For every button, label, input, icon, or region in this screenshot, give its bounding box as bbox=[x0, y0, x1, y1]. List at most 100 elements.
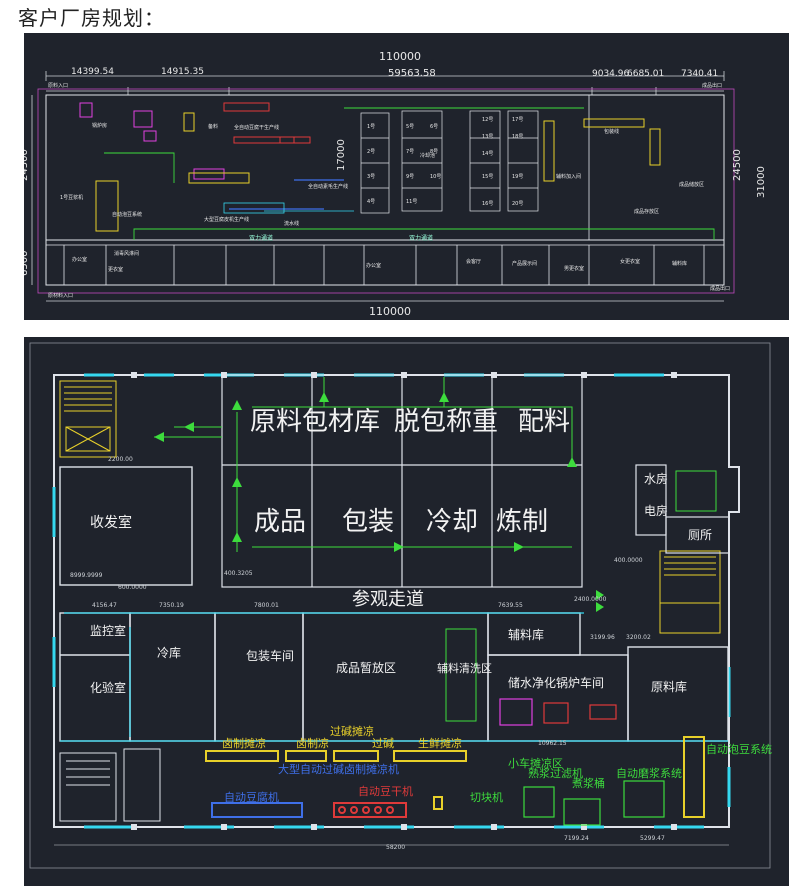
room-power: 电房 bbox=[644, 503, 668, 518]
room-storage: 成品储放区 bbox=[679, 181, 704, 188]
corridor-lines bbox=[104, 107, 715, 240]
room-skin-line: 大型豆腐皮机生产线 bbox=[204, 216, 249, 223]
service-rooms bbox=[635, 464, 730, 554]
top-dimensions bbox=[45, 71, 725, 95]
room-showroom: 产品展示间 bbox=[512, 260, 537, 267]
room-boiler: 储水净化锅炉车间 bbox=[508, 675, 604, 690]
boiler-equipment bbox=[499, 698, 533, 726]
production-lines-yellow bbox=[205, 736, 705, 818]
cell-17: 17号 bbox=[512, 117, 523, 123]
cell-20: 20号 bbox=[512, 201, 523, 207]
lower-left-rooms bbox=[59, 612, 729, 742]
dim-l: 10962.15 bbox=[538, 740, 567, 747]
machine-cutter: 切块机 bbox=[470, 790, 503, 804]
room-flow: 流水线 bbox=[284, 220, 299, 227]
machine-tofu: 自动豆腐机 bbox=[224, 790, 279, 804]
production-hall bbox=[221, 374, 583, 588]
boiler-red bbox=[543, 702, 617, 724]
room-soak: 自动泡豆系统 bbox=[112, 211, 142, 218]
overall-width: 110000 bbox=[379, 50, 421, 63]
stair-right bbox=[659, 550, 721, 634]
equipment-cyan bbox=[223, 202, 354, 214]
dim-4: 9034.96 bbox=[592, 69, 629, 79]
cell-4: 4号 bbox=[367, 199, 375, 205]
machine-brine: 卤制凉 bbox=[296, 736, 329, 750]
dim-6: 7340.41 bbox=[681, 69, 718, 79]
room-office: 办公室 bbox=[72, 256, 87, 263]
room-grinder: 1号豆浆机 bbox=[60, 194, 83, 201]
dim-q: 2200.00 bbox=[108, 456, 133, 463]
cell-3: 3号 bbox=[367, 174, 375, 180]
right-dim-2: 31000 bbox=[756, 166, 767, 198]
dim-j: 3199.96 bbox=[590, 634, 615, 641]
cell-2: 2号 bbox=[367, 149, 375, 155]
aisle-label: 参观走道 bbox=[352, 589, 424, 610]
cyan-partitions bbox=[60, 612, 728, 742]
equipment-yellow bbox=[95, 112, 661, 232]
room-office-2: 办公室 bbox=[366, 262, 381, 269]
corridor-label-1: 双力通道 bbox=[249, 234, 273, 242]
room-boiler: 锅炉房 bbox=[92, 122, 107, 129]
stair-top-left bbox=[59, 380, 117, 458]
room-veg-line: 全自动素毛生产线 bbox=[308, 183, 348, 190]
inner-walls bbox=[46, 95, 724, 285]
left-dim-1: 24500 bbox=[24, 149, 30, 181]
zone-cooling: 冷却 bbox=[426, 507, 478, 537]
tank-grid bbox=[360, 110, 539, 214]
room-airshower: 消毒风淋间 bbox=[114, 250, 139, 257]
room-raw: 原料库 bbox=[651, 679, 687, 694]
machine-big-line: 大型自动过碱卤制摊凉机 bbox=[278, 762, 399, 776]
dim-i: 2400.0000 bbox=[574, 596, 607, 603]
room-locker: 更衣室 bbox=[108, 266, 123, 273]
aux-wash-area bbox=[445, 628, 477, 722]
room-aux-wash: 辅料清洗区 bbox=[437, 661, 492, 675]
dim-a: 8999.9999 bbox=[70, 572, 103, 579]
zone-packing: 包装 bbox=[342, 507, 394, 537]
machine-dried-tofu: 自动豆干机 bbox=[358, 784, 413, 798]
room-men: 男更衣室 bbox=[564, 265, 584, 272]
dim-n: 5299.47 bbox=[640, 835, 665, 842]
machine-alkali-cool: 过碱摊凉 bbox=[330, 724, 374, 738]
soymilk-equipment bbox=[523, 780, 665, 826]
dim-e: 4156.47 bbox=[92, 602, 117, 609]
room-monitor: 监控室 bbox=[90, 623, 126, 638]
corridor-label-2: 双力通道 bbox=[409, 234, 433, 242]
room-women: 女更衣室 bbox=[620, 258, 640, 265]
building-outline bbox=[45, 94, 725, 286]
room-water: 水房 bbox=[644, 471, 668, 486]
bottom-left-stair bbox=[59, 748, 161, 822]
tofu-machines-blue bbox=[211, 802, 303, 818]
machine-cooker: 煮浆桶 bbox=[572, 776, 605, 790]
dim-m: 7199.24 bbox=[564, 835, 589, 842]
zone-batching: 配料 bbox=[518, 407, 570, 437]
page-heading: 客户厂房规划： bbox=[18, 6, 165, 30]
room-tofu-line: 全自动豆腐干生产线 bbox=[234, 124, 279, 131]
machine-cart-cool: 小车摊凉区 bbox=[508, 756, 563, 770]
cell-10: 10号 bbox=[430, 174, 441, 180]
room-receiving: 收发室 bbox=[90, 514, 132, 531]
magenta-perimeter bbox=[37, 88, 735, 294]
equipment-magenta bbox=[79, 102, 225, 180]
cell-7: 7号 bbox=[406, 149, 414, 155]
dim-2: 14915.35 bbox=[161, 67, 204, 77]
room-cold: 冷库 bbox=[157, 645, 181, 660]
dim-d: 400.0000 bbox=[614, 557, 643, 564]
dim-o: 58200 bbox=[386, 844, 405, 851]
dim-5: 6685.01 bbox=[627, 69, 664, 79]
room-finished-temp: 成品暂放区 bbox=[336, 660, 396, 675]
room-finished: 成品存放区 bbox=[634, 208, 659, 215]
cell-6: 6号 bbox=[430, 124, 438, 130]
entry-out: 成品出口 bbox=[702, 82, 722, 89]
machine-grinder: 自动磨浆系统 bbox=[616, 766, 682, 780]
room-reception: 会客厅 bbox=[466, 258, 481, 265]
overall-layout-plan: 110000 14399.54 14915.35 59563.58 9034.9… bbox=[24, 33, 789, 320]
dim-h: 7639.55 bbox=[498, 602, 523, 609]
room-aux-store: 辅料库 bbox=[508, 627, 544, 642]
room-packing: 包装车间 bbox=[246, 648, 294, 663]
cell-12: 12号 bbox=[482, 117, 493, 123]
zone-finished: 成品 bbox=[254, 507, 306, 537]
cell-18: 18号 bbox=[512, 134, 523, 140]
cell-16: 16号 bbox=[482, 201, 493, 207]
machine-fresh-cool: 生鲜摊凉 bbox=[418, 736, 462, 750]
dim-k: 3200.02 bbox=[626, 634, 651, 641]
